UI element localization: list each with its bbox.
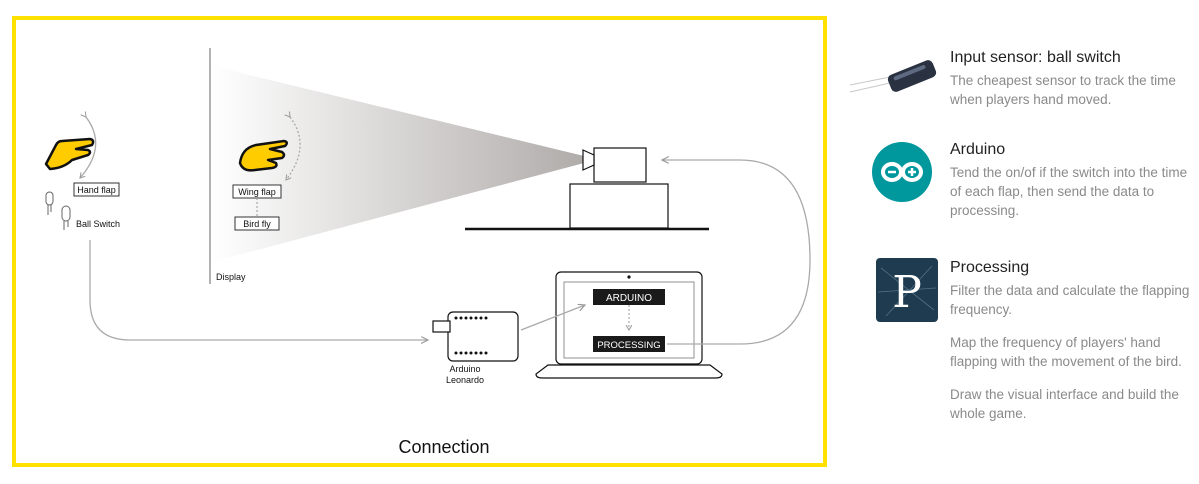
legend-desc2-processing: Map the frequency of players' hand flapp… <box>950 335 1182 369</box>
display-label: Display <box>216 272 246 282</box>
laptop-camera <box>627 275 631 279</box>
arduino-board-label-line1: Arduino <box>449 364 480 374</box>
wing-flap-group: Wing flap Bird fly <box>232 117 301 231</box>
curved-arrow-wing <box>286 117 301 180</box>
ball-switch-icon <box>45 191 71 230</box>
bird-fly-label-box <box>234 216 280 231</box>
wing-flap-label: Wing flap <box>238 187 276 197</box>
hand-flap-label-box <box>73 182 120 197</box>
connector-arduino-to-laptop <box>520 305 585 331</box>
projector-group <box>465 147 709 231</box>
arduino-board-group: Arduino Leonardo <box>432 311 519 385</box>
projector-body <box>593 147 647 183</box>
hand-flap-label: Hand flap <box>77 185 116 195</box>
arduino-usb-port <box>432 320 451 333</box>
arduino-logo-icon <box>872 142 932 202</box>
laptop-inner-screen <box>563 281 695 359</box>
laptop-group: ARDUINO PROCESSING <box>535 271 723 379</box>
ball-switch-sensor-icon <box>849 60 937 93</box>
processing-software-label: PROCESSING <box>597 340 660 351</box>
legend-desc-ball-switch: The cheapest sensor to track the time wh… <box>950 73 1176 107</box>
legend-title-processing: Processing <box>950 259 1030 276</box>
connector-switch-to-arduino <box>89 240 428 340</box>
diagram-frame <box>12 16 827 467</box>
svg-text:P: P <box>892 267 922 318</box>
arduino-board <box>447 311 519 362</box>
hand-icon <box>44 137 95 171</box>
ball-switch-label: Ball Switch <box>76 219 120 229</box>
projector-table <box>569 183 669 229</box>
legend-title-arduino: Arduino <box>950 141 1006 158</box>
hand-flap-group: Hand flap Ball Switch <box>44 117 120 230</box>
bird-fly-label: Bird fly <box>243 219 271 229</box>
arduino-board-label-line2: Leonardo <box>446 375 484 385</box>
projector-beam <box>212 66 584 262</box>
projector-lens <box>582 149 595 171</box>
arduino-header-pins-top <box>454 316 488 320</box>
laptop-base <box>535 364 723 379</box>
legend-title-ball-switch: Input sensor: ball switch <box>950 49 1121 66</box>
legend-desc-arduino: Tend the on/of if the switch into the ti… <box>950 165 1188 218</box>
arduino-software-box <box>593 289 665 305</box>
processing-software-box <box>593 336 665 352</box>
arduino-header-pins-bottom <box>454 351 488 355</box>
legend-desc3-processing: Draw the visual interface and build the … <box>950 387 1179 421</box>
curved-arrow-left <box>80 117 97 178</box>
connector-laptop-to-projector <box>662 160 811 345</box>
legend-desc-processing: Filter the data and calculate the flappi… <box>950 283 1190 317</box>
arduino-software-label: ARDUINO <box>606 293 652 304</box>
processing-logo-icon: P <box>876 258 938 322</box>
diagram-caption: Connection <box>398 437 489 457</box>
wing-hand-icon <box>238 139 288 172</box>
